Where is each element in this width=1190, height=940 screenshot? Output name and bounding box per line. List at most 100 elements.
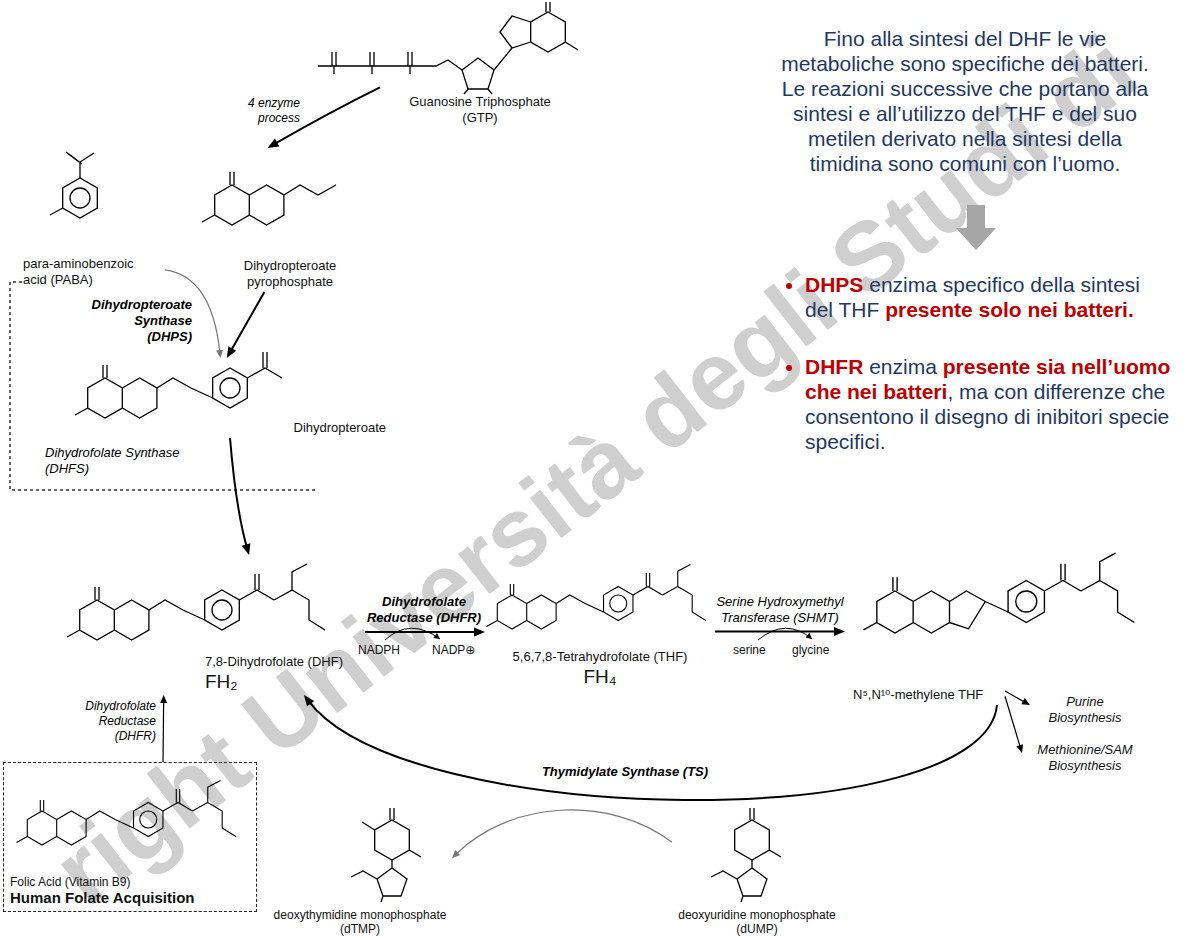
arrow-head [452, 850, 460, 858]
formula-label: FH₂ [205, 670, 238, 693]
bullet-list: DHPS enzima specifico della sintesi del … [779, 272, 1172, 454]
molecule-name: Folic Acid (Vitamin B9) [10, 875, 131, 889]
molecule-node: Guanosine Triphosphate (GTP) [380, 5, 580, 128]
enzyme-label: Dihydrofolate Synthase (DHFS) [45, 445, 195, 477]
molecule-name: Dihydropteroate [294, 420, 387, 436]
molecule-node: Dihydropteroate [70, 358, 390, 438]
connector [452, 810, 672, 858]
molecule-name: Dihydropteroate pyrophosphate [234, 258, 346, 290]
structure-part [50, 152, 94, 215]
connector [1005, 691, 1030, 705]
molecule-node: para-aminobenzoic acid (PABA) [23, 135, 165, 290]
structure-part [864, 553, 1135, 633]
enzyme-label: Dihydropteroate Synthase (DHPS) [88, 297, 192, 345]
molecule-name: deoxyuridine monophosphate (dUMP) [674, 908, 840, 936]
bullet-item: DHFR enzima presente sia nell’uomo che n… [805, 354, 1172, 454]
connector-line [162, 700, 164, 762]
structure-part [157, 352, 282, 398]
molecule-name: 7,8-Dihydrofolate (DHF) [205, 654, 343, 670]
structure-part [75, 352, 282, 418]
formula-label: FH₄ [583, 665, 616, 688]
bullet-text: presente solo nei batteri. [885, 298, 1134, 321]
structure-part [433, 633, 440, 639]
structure-part [351, 808, 421, 902]
structure-part [949, 602, 985, 629]
structure-part [10, 282, 315, 490]
arrow-head [1021, 698, 1030, 705]
arrow-head [1016, 744, 1023, 753]
connector [365, 627, 485, 636]
molecule-node: deoxyuridine monophosphate (dUMP) [672, 805, 842, 938]
structure-part [17, 780, 236, 845]
enzyme-label: Dihydrofolate Reductase (DHFR) [72, 699, 156, 744]
structure-part [67, 564, 325, 640]
enzyme-label: Dihydrofolate Reductase (DHFR) [364, 594, 484, 626]
structure-part [531, 12, 566, 52]
connector-line [1005, 691, 1026, 703]
structure-part [202, 172, 284, 225]
pathway-name: Purine Biosynthesis [1043, 694, 1128, 726]
connector-line [455, 810, 672, 855]
enzyme-label: 4 enzyme process [228, 96, 300, 126]
pathway-node: Methionine/SAM Biosynthesis [1022, 732, 1148, 774]
connector-line [715, 631, 838, 633]
structure-part [956, 205, 996, 250]
connector [1005, 696, 1023, 753]
connector [715, 627, 845, 636]
cofactor-label: NADPH [358, 643, 400, 658]
bullet-text: DHPS [805, 273, 863, 296]
connector-line [1005, 696, 1021, 748]
structure-part [487, 564, 706, 629]
bullet-item: DHPS enzima specifico della sintesi del … [805, 272, 1172, 322]
dashed-box: Folic Acid (Vitamin B9)Human Folate Acqu… [3, 762, 257, 912]
arrow-head [268, 139, 280, 148]
molecule-name: 5,6,7,8-Tetrahydrofolate (THF) [513, 649, 688, 665]
arrow-head [304, 695, 314, 707]
molecule-node: 5,6,7,8-Tetrahydrofolate (THF)FH₄ [485, 560, 715, 690]
molecule-name: Guanosine Triphosphate (GTP) [398, 94, 563, 126]
molecule-name: para-aminobenzoic acid (PABA) [23, 256, 151, 288]
molecule-node: N⁵,N¹⁰-methylene THF [845, 530, 1005, 705]
structure-part [75, 365, 157, 418]
arrow-head [474, 627, 485, 636]
pathway-node: Purine Biosynthesis [1030, 688, 1140, 726]
structure-part [758, 628, 812, 640]
connector [160, 695, 167, 762]
structure-part [806, 633, 813, 639]
arrow-head [160, 695, 167, 703]
structure-part [711, 808, 781, 902]
bullet-text: enzima [869, 355, 937, 378]
arrow-head [216, 350, 223, 358]
molecule-name: N⁵,N¹⁰-methylene THF [853, 687, 983, 703]
bullet-text: DHFR [805, 355, 863, 378]
molecule-node: 7,8-Dihydrofolate (DHF)FH₂ [60, 555, 365, 695]
structure-part [63, 178, 98, 218]
connector-line [308, 700, 997, 800]
connector-line [365, 631, 478, 633]
pathway-name: Methionine/SAM Biosynthesis [1025, 742, 1145, 774]
cofactor-label: NADP⊕ [432, 643, 475, 658]
structure-part [318, 2, 578, 94]
structure-part [385, 628, 440, 640]
connector [304, 695, 997, 800]
note-text: Fino alla sintesi del DHF le vie metabol… [777, 26, 1153, 176]
box-heading: Human Folate Acquisition [10, 889, 194, 907]
enzyme-label: Thymidylate Synthase (TS) [525, 764, 725, 780]
structure-part [213, 368, 248, 408]
cofactor-label: serine [733, 643, 766, 658]
structure-part [351, 808, 421, 902]
structure-part [284, 185, 336, 195]
connector-line [230, 292, 264, 352]
connector [227, 292, 265, 358]
arrow-head [834, 627, 845, 636]
arrow-head [242, 543, 251, 555]
structure-part [864, 553, 1135, 633]
connector-line [230, 438, 247, 549]
molecule-node: Dihydropteroate pyrophosphate [210, 148, 370, 292]
connector [230, 438, 250, 555]
enzyme-label: Serine Hydroxymethyl Transferase (SHMT) [713, 594, 847, 626]
molecule-node: deoxythymidine monophosphate (dTMP) [268, 805, 452, 938]
molecule-name: deoxythymidine monophosphate (dTMP) [270, 908, 450, 936]
cofactor-label: glycine [792, 643, 829, 658]
